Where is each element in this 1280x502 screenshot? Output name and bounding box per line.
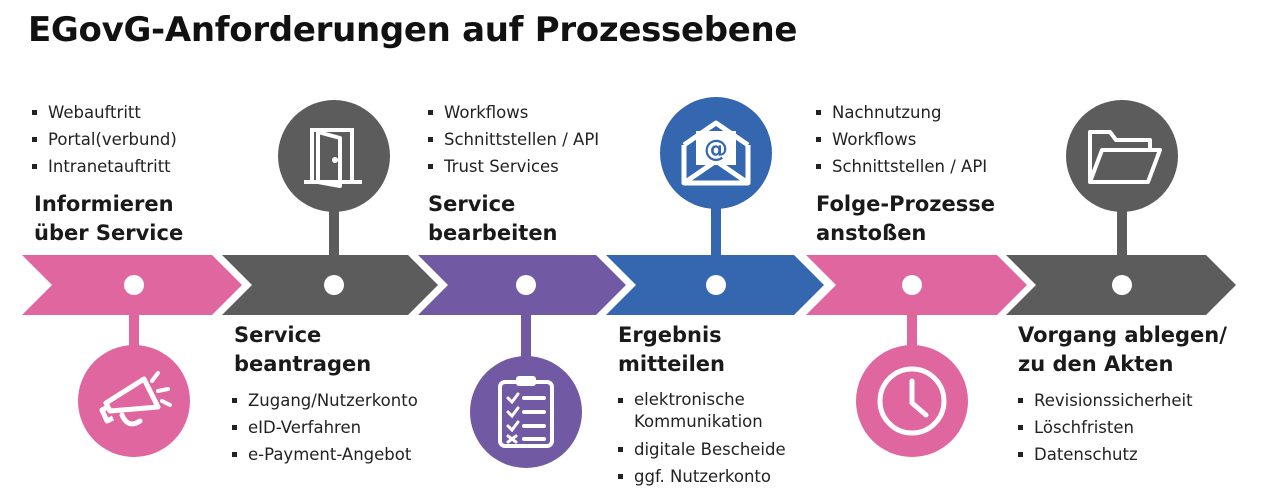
step-heading-1: Informieren über Service: [34, 190, 183, 248]
step-heading-line: Informieren: [34, 192, 174, 216]
connector-stem-1: [129, 285, 139, 347]
step-heading-line: Ergebnis: [618, 323, 722, 347]
bullet-item: e-Payment-Angebot: [230, 441, 418, 468]
timeline-dot-2: [324, 275, 344, 295]
bullet-item: Revisionssicherheit: [1016, 387, 1193, 414]
bullet-item: digitale Bescheide: [616, 436, 786, 463]
step-heading-line: anstoßen: [816, 221, 927, 245]
timeline-dot-3: [516, 275, 536, 295]
svg-text:@: @: [704, 135, 728, 163]
bullet-item: Workflows: [426, 99, 599, 126]
timeline-dot-1: [124, 275, 144, 295]
step-heading-line: beantragen: [234, 352, 372, 376]
bullet-item: ggf. Nutzerkonto: [616, 463, 786, 490]
step-heading-4: Ergebnis mitteilen: [618, 321, 725, 379]
bullet-item: Webauftritt: [30, 99, 177, 126]
bullet-item: Intranetauftritt: [30, 153, 177, 180]
megaphone-icon: [78, 345, 190, 457]
step-heading-line: Folge-Prozesse: [816, 192, 995, 216]
folder-icon: [1066, 100, 1178, 212]
bullet-item: Löschfristen: [1016, 414, 1193, 441]
step-heading-line: Service: [428, 192, 516, 216]
clock-icon: [856, 345, 968, 457]
timeline-dot-6: [1112, 275, 1132, 295]
step-heading-line: Vorgang ablegen/: [1018, 323, 1227, 347]
bullet-item: Trust Services: [426, 153, 599, 180]
timeline-dot-4: [706, 275, 726, 295]
page-title: EGovG-Anforderungen auf Prozessebene: [28, 10, 798, 50]
bullet-item: eID-Verfahren: [230, 414, 418, 441]
step-heading-line: Service: [234, 323, 322, 347]
timeline-dot-5: [902, 275, 922, 295]
bullet-item: Datenschutz: [1016, 441, 1193, 468]
step-heading-line: über Service: [34, 221, 184, 245]
connector-stem-2: [329, 210, 339, 285]
bullet-item: Zugang/Nutzerkonto: [230, 387, 418, 414]
connector-stem-4: [711, 207, 721, 285]
connector-stem-5: [907, 285, 917, 347]
step-heading-6: Vorgang ablegen/zu den Akten: [1018, 321, 1227, 379]
connector-stem-3: [521, 285, 531, 358]
bullet-item: Nachnutzung: [814, 99, 987, 126]
step-heading-2: Service beantragen: [234, 321, 371, 379]
clipboard-checklist-icon: [470, 356, 582, 468]
step-heading-line: mitteilen: [618, 352, 725, 376]
bullet-item: Workflows: [814, 126, 987, 153]
email-envelope-icon: @: [660, 97, 772, 209]
step-heading-line: zu den Akten: [1018, 352, 1174, 376]
step-heading-5: Folge-Prozesse anstoßen: [816, 190, 995, 248]
bullet-item: Schnittstellen / API: [426, 126, 599, 153]
connector-stem-6: [1117, 210, 1127, 285]
step-heading-3: Service bearbeiten: [428, 190, 558, 248]
bullet-item: Schnittstellen / API: [814, 153, 987, 180]
door-icon: [278, 100, 390, 212]
bullet-item: Portal(verbund): [30, 126, 177, 153]
step-heading-line: bearbeiten: [428, 221, 558, 245]
